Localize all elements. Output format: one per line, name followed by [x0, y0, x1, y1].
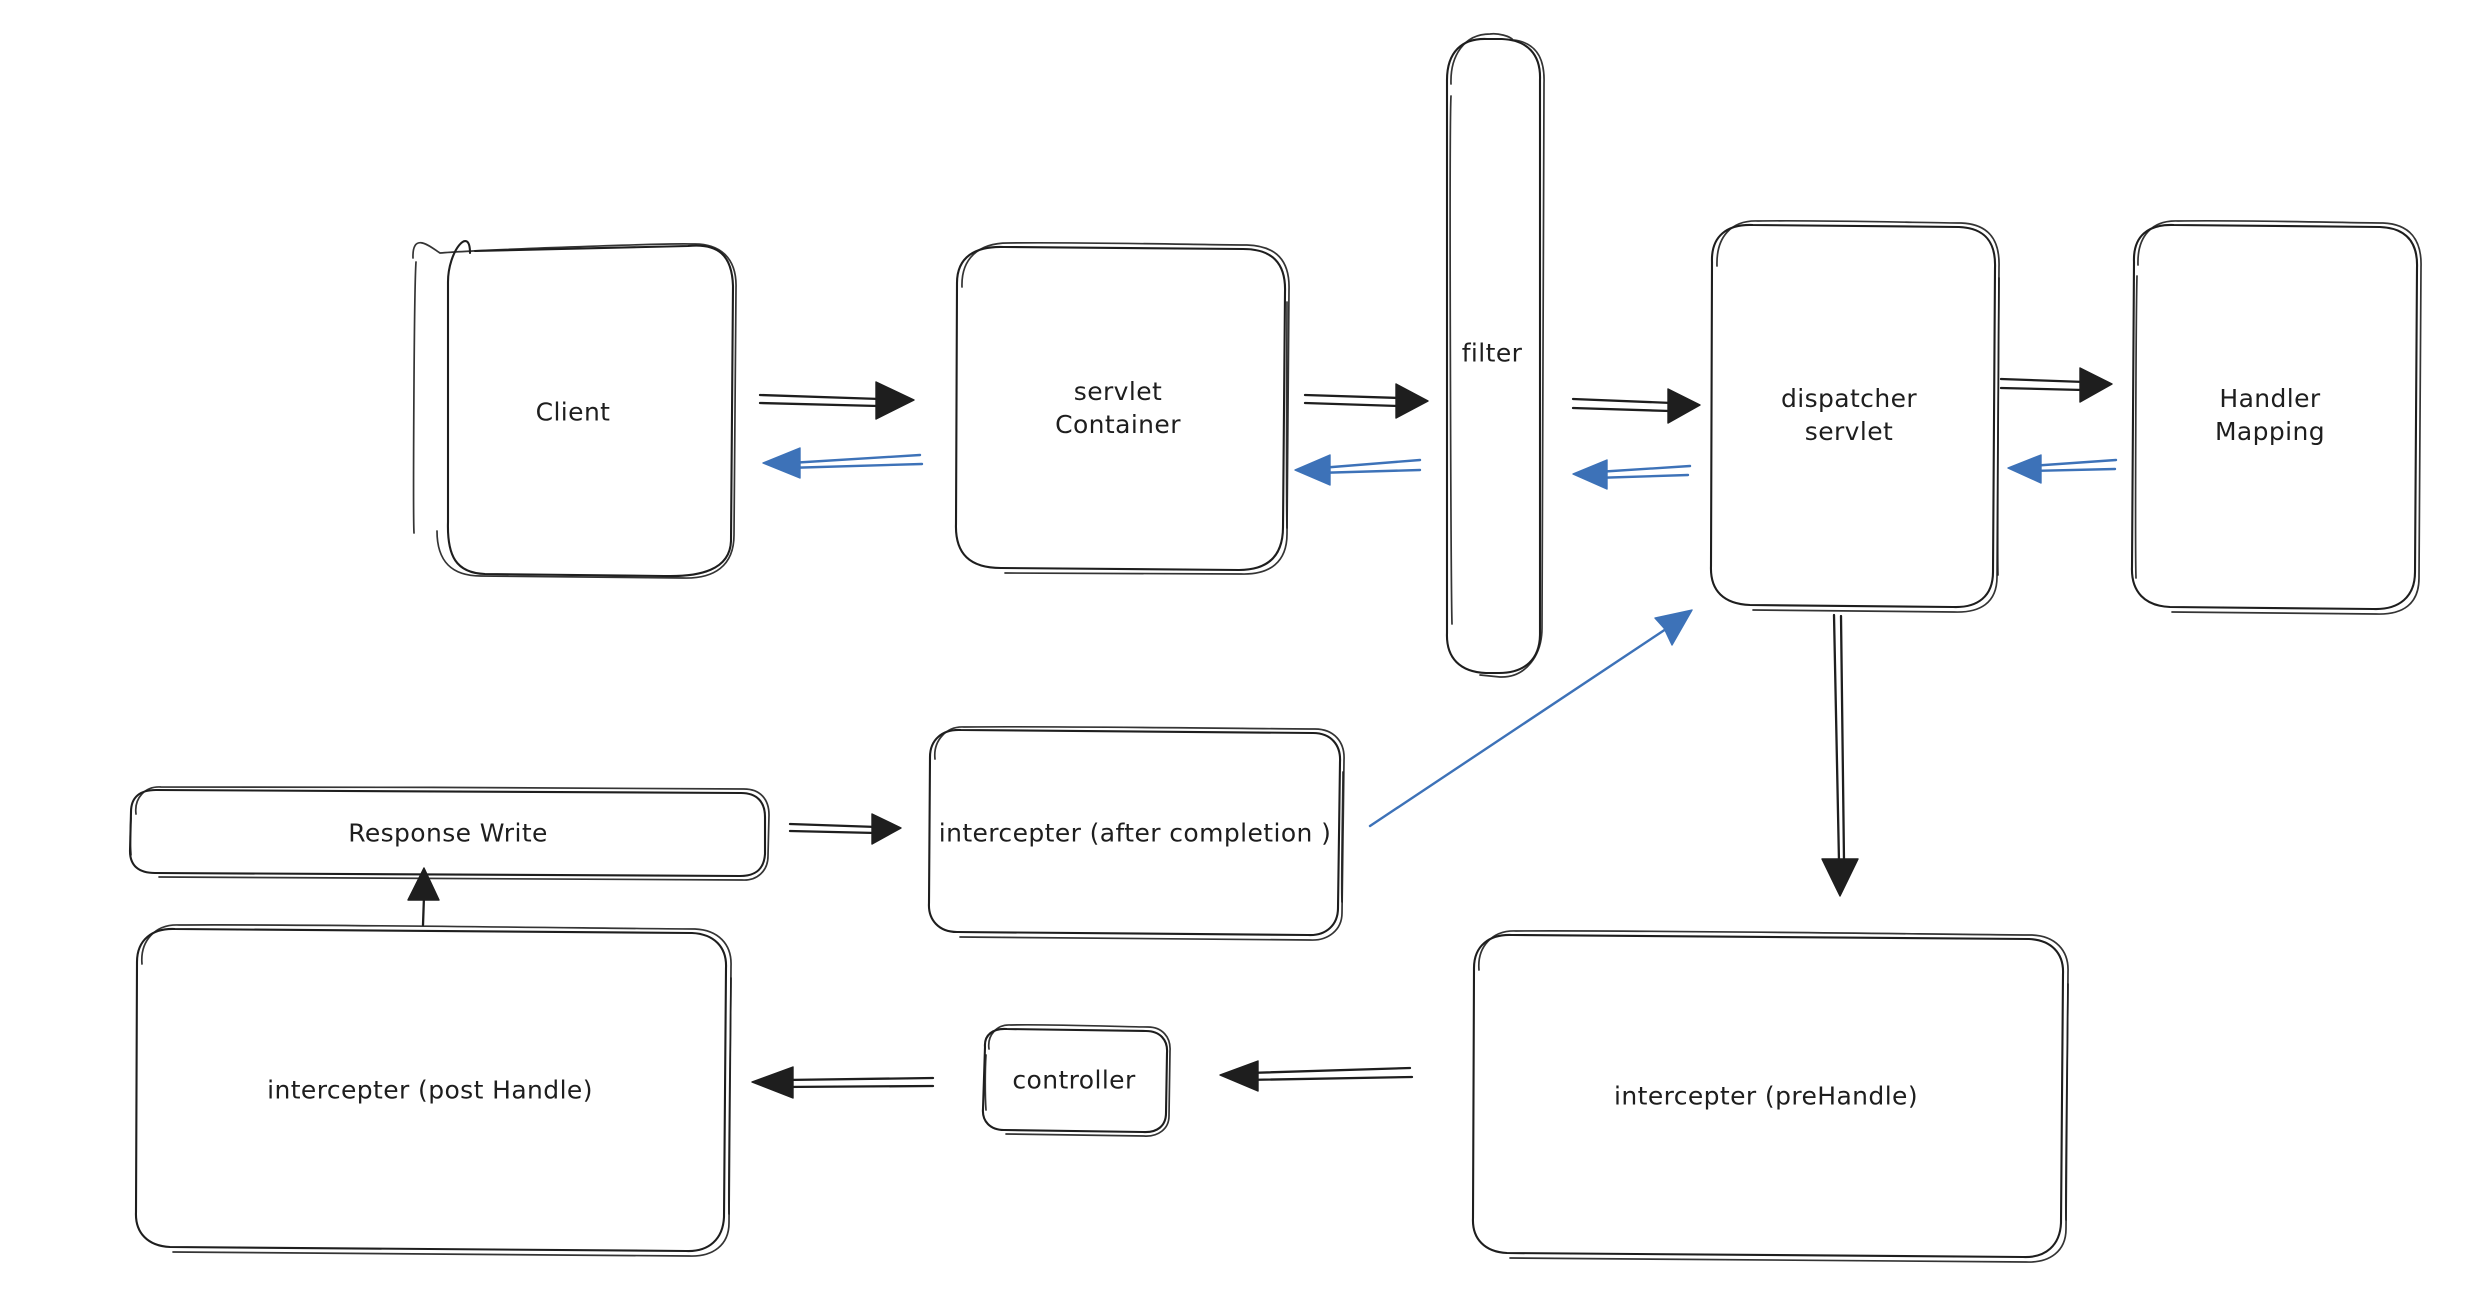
- edge-filter-to-dispatcher-servlet[interactable]: [1571, 388, 1701, 424]
- node-post-handle[interactable]: [134, 924, 732, 1257]
- node-servlet-container[interactable]: [954, 241, 1290, 575]
- edge-client-to-servlet-container[interactable]: [758, 381, 915, 420]
- node-response-write[interactable]: [128, 785, 770, 881]
- edge-dispatcher-to-handler-mapping[interactable]: [1999, 367, 2113, 403]
- node-pre-handle[interactable]: [1471, 930, 2069, 1263]
- edge-filter-to-servlet-container[interactable]: [1294, 454, 1422, 486]
- node-handler-mapping[interactable]: [2130, 219, 2422, 615]
- node-filter[interactable]: [1445, 32, 1545, 678]
- node-controller[interactable]: [981, 1023, 1171, 1137]
- node-dispatcher-servlet[interactable]: [1709, 219, 2000, 613]
- edge-controller-to-post-handle[interactable]: [751, 1066, 935, 1099]
- edge-dispatcher-servlet-to-filter[interactable]: [1572, 459, 1692, 490]
- edge-handler-mapping-to-dispatcher[interactable]: [2007, 454, 2118, 484]
- edge-dispatcher-to-pre-handle[interactable]: [1821, 613, 1859, 897]
- edge-pre-handle-to-controller[interactable]: [1219, 1060, 1414, 1092]
- edge-after-completion-to-dispatcher[interactable]: [1368, 609, 1693, 828]
- node-after-completion[interactable]: [927, 725, 1345, 941]
- edge-servlet-container-to-filter[interactable]: [1303, 383, 1429, 419]
- edge-servlet-container-to-client[interactable]: [762, 447, 924, 479]
- edge-post-handle-to-response-write[interactable]: [407, 867, 440, 927]
- node-client[interactable]: [412, 240, 737, 579]
- edge-response-write-to-after-completion[interactable]: [788, 813, 902, 845]
